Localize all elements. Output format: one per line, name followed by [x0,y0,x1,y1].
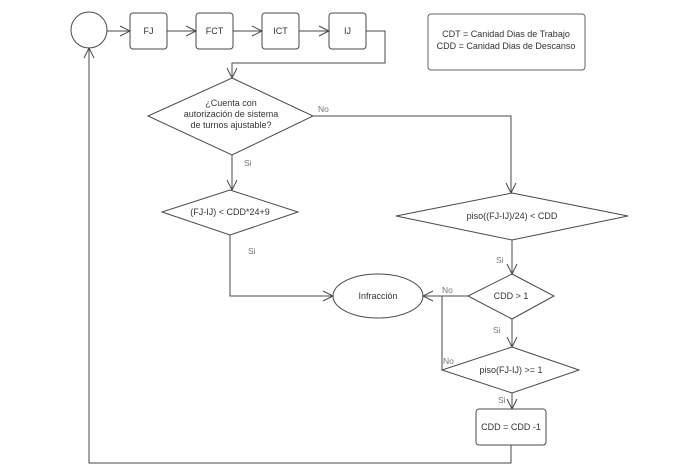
decision-authorization[interactable]: ¿Cuenta con autorización de sistema de t… [146,77,315,156]
edge-fj-ij-cdd-si: Si [229,235,335,302]
process-box-fj[interactable]: FJ [129,12,168,50]
edge-fj-fct [167,25,198,37]
process-box-ict[interactable]: ICT [261,12,300,50]
process-box-fct-label: FCT [206,26,224,36]
decision-piso-div-label: piso((FJ-IJ)/24) < CDD [467,211,558,221]
edge-label-cdd-gt-si: Si [493,325,501,335]
edge-label-piso-ge-si: Si [498,395,506,405]
process-box-ict-label: ICT [273,26,288,36]
edge-piso-ge-si: Si [498,393,518,411]
edge-start-fj [107,25,132,37]
terminal-infraccion[interactable]: Infracción [332,273,424,319]
edge-label-auth-si: Si [244,158,252,168]
edge-label-fj-si: Si [248,246,256,256]
terminal-infraccion-label: Infracción [358,291,397,301]
process-box-ij[interactable]: IJ [328,12,367,50]
decision-authorization-line1: ¿Cuenta con [205,98,257,108]
decision-piso-ge-1[interactable]: piso(FJ-IJ) >= 1 [440,346,581,394]
edge-piso-div-si: Si [496,240,518,276]
edge-fct-ict [233,25,264,37]
edge-loop-back-to-start [83,46,512,464]
edge-ict-ij [299,25,331,37]
process-box-ij-label: IJ [344,26,351,36]
start-node[interactable] [70,11,108,49]
edge-auth-si: Si [226,155,252,192]
edge-cdd-gt-no: No [421,285,468,302]
legend-box: CDT = Canidad Dias de Trabajo CDD = Cani… [427,13,586,71]
decision-cdd-gt-1[interactable]: CDD > 1 [466,273,556,320]
edge-label-cdd-gt-no: No [442,285,453,295]
decision-fj-ij-cdd[interactable]: (FJ-IJ) < CDD*24+9 [160,189,300,236]
decision-piso-ge-1-label: piso(FJ-IJ) >= 1 [479,365,542,375]
legend-line-cdt: CDT = Canidad Dias de Trabajo [442,29,570,39]
decision-cdd-gt-1-label: CDD > 1 [494,291,529,301]
edge-piso-ge-no: No [441,296,454,370]
decision-fj-ij-cdd-label: (FJ-IJ) < CDD*24+9 [190,207,270,217]
process-box-fct[interactable]: FCT [195,12,234,50]
process-box-fj-label: FJ [144,26,154,36]
decision-authorization-line3: de turnos ajustable? [190,120,271,130]
edge-label-piso-ge-no: No [443,356,454,366]
edge-cdd-gt-si: Si [493,319,518,349]
process-box-cdd-decrement[interactable]: CDD = CDD -1 [475,408,547,446]
edge-label-piso-div-si: Si [496,255,504,265]
decision-piso-div[interactable]: piso((FJ-IJ)/24) < CDD [395,192,629,241]
legend-line-cdd: CDD = Canidad Dias de Descanso [437,41,576,51]
decision-authorization-line2: autorización de sistema [184,109,279,119]
edge-label-auth-no: No [318,104,329,114]
edge-auth-no: No [313,104,517,195]
process-box-cdd-decrement-label: CDD = CDD -1 [481,422,541,432]
